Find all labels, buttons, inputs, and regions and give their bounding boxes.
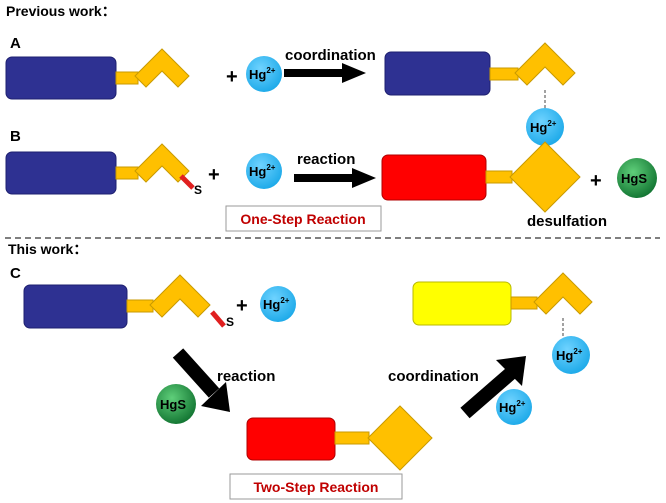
hg-ion-circle <box>526 108 564 146</box>
open-chevron-receptor <box>134 48 190 88</box>
hg-ion-label: Hg2+ <box>249 66 276 82</box>
arrow-c-down <box>172 348 230 412</box>
one-step-label: One-Step Reaction <box>240 211 365 227</box>
row-b-product <box>381 141 581 213</box>
coordination-label-c: coordination <box>388 368 479 385</box>
red-fluorophore-block <box>381 154 487 201</box>
row-c-intermediate <box>246 405 433 471</box>
hgs-b: HgS <box>617 158 657 198</box>
open-chevron-receptor <box>149 274 211 318</box>
linker-bar <box>115 166 139 180</box>
navy-fluorophore-block <box>384 51 491 96</box>
header-previous-work: Previous work： <box>6 3 116 19</box>
hg-ion-label: Hg2+ <box>263 296 290 312</box>
row-c-product: Hg2+ <box>412 272 593 374</box>
hg-ion-circle <box>246 56 282 92</box>
hgs-circle <box>617 158 657 198</box>
navy-fluorophore-block <box>5 151 117 195</box>
two-step-frame <box>229 473 403 500</box>
desulfation-label: desulfation <box>527 213 607 230</box>
navy-fluorophore-block <box>5 56 117 100</box>
linker-bar <box>489 67 519 81</box>
open-chevron-receptor <box>514 42 576 86</box>
open-chevron-receptor <box>533 272 593 315</box>
hg-ion-label: Hg2+ <box>530 119 557 135</box>
reaction-label-b: reaction <box>297 151 355 168</box>
closed-diamond-product <box>509 141 581 213</box>
hg-ion-c: Hg2+ <box>260 286 296 322</box>
hg-ion-circle <box>260 286 296 322</box>
closed-diamond-product <box>367 405 433 471</box>
hgs-label: HgS <box>621 171 647 186</box>
row-a-product: Hg2+ <box>384 42 576 146</box>
coordination-label-a: coordination <box>285 47 376 64</box>
panel-label-b: B <box>10 128 21 145</box>
hg-ion-circle <box>552 336 590 374</box>
hgs-label: HgS <box>160 397 186 412</box>
row-a-probe <box>5 48 190 100</box>
linker-bar <box>115 71 139 85</box>
hg-ion-circle <box>246 153 282 189</box>
red-fluorophore-block <box>246 417 336 461</box>
hgs-c: HgS <box>156 384 196 424</box>
sulfur-bond <box>210 310 226 328</box>
yellow-fluorophore-block <box>412 281 512 326</box>
hg-ion-a: Hg2+ <box>246 56 282 92</box>
linker-bar <box>510 296 538 310</box>
plus-sign: + <box>208 164 220 186</box>
linker-bar <box>334 431 370 445</box>
hg-ion-b: Hg2+ <box>246 153 282 189</box>
one-step-frame <box>225 205 382 232</box>
hg-ion-c2: Hg2+ <box>496 389 532 425</box>
hg-ion-circle <box>496 389 532 425</box>
hg-ion-label: Hg2+ <box>499 399 526 415</box>
arrow-c-up <box>460 356 526 419</box>
plus-sign: + <box>226 66 238 88</box>
hg-ion-label: Hg2+ <box>249 163 276 179</box>
row-b-probe: S <box>5 143 202 197</box>
plus-sign: + <box>590 170 602 192</box>
two-step-box: Two-Step Reaction <box>229 473 403 500</box>
plus-sign: + <box>236 295 248 317</box>
hgs-circle <box>156 384 196 424</box>
header-this-work: This work： <box>8 241 87 257</box>
open-chevron-receptor <box>134 143 190 183</box>
linker-bar <box>485 170 513 184</box>
one-step-box: One-Step Reaction <box>225 205 382 232</box>
sulfur-bond <box>179 174 195 190</box>
panel-label-a: A <box>10 35 21 52</box>
reaction-label-c: reaction <box>217 368 275 385</box>
linker-bar <box>126 299 154 313</box>
hg-ion-label: Hg2+ <box>556 347 583 363</box>
two-step-label: Two-Step Reaction <box>254 479 379 495</box>
row-c-probe: S <box>23 274 234 329</box>
sulfur-label: S <box>226 315 234 329</box>
panel-label-c: C <box>10 265 21 282</box>
arrow-b <box>294 168 376 188</box>
sulfur-label: S <box>194 183 202 197</box>
arrow-a <box>284 63 366 83</box>
navy-fluorophore-block <box>23 284 128 329</box>
